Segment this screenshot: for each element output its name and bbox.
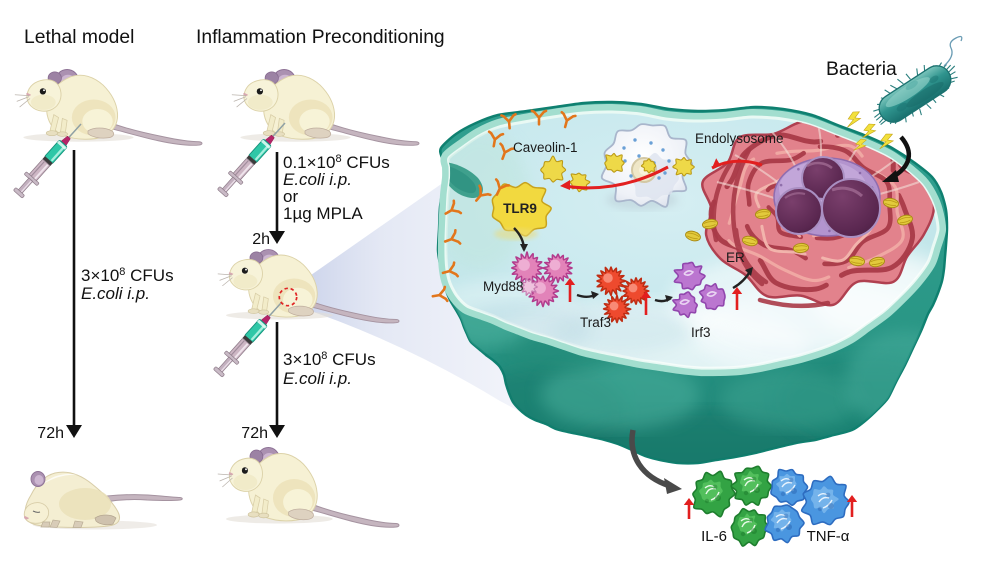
svg-text:72h: 72h <box>37 425 64 442</box>
svg-text:E.coli i.p.: E.coli i.p. <box>283 170 352 189</box>
svg-text:Traf3: Traf3 <box>580 315 611 330</box>
svg-text:Endolysosome: Endolysosome <box>695 131 784 146</box>
svg-text:Irf3: Irf3 <box>691 325 711 340</box>
svg-text:Caveolin-1: Caveolin-1 <box>513 140 578 155</box>
svg-text:3×108 CFUs: 3×108 CFUs <box>81 266 174 285</box>
svg-text:0.1×108 CFUs: 0.1×108 CFUs <box>283 153 390 172</box>
svg-text:72h: 72h <box>241 425 268 442</box>
svg-text:E.coli i.p.: E.coli i.p. <box>81 284 150 303</box>
svg-text:E.coli i.p.: E.coli i.p. <box>283 369 352 388</box>
svg-text:2h: 2h <box>252 231 270 248</box>
svg-text:IL-6: IL-6 <box>701 528 727 545</box>
svg-text:Inflammation Preconditioning: Inflammation Preconditioning <box>196 27 445 48</box>
svg-text:1µg MPLA: 1µg MPLA <box>283 204 363 223</box>
svg-text:Bacteria: Bacteria <box>826 59 897 80</box>
svg-text:TNF-α: TNF-α <box>807 528 850 545</box>
svg-text:Lethal model: Lethal model <box>24 27 134 48</box>
svg-text:Myd88: Myd88 <box>483 279 524 294</box>
svg-text:or: or <box>283 187 298 206</box>
svg-text:3×108 CFUs: 3×108 CFUs <box>283 350 376 369</box>
svg-text:ER: ER <box>726 250 745 265</box>
svg-text:TLR9: TLR9 <box>503 201 537 216</box>
